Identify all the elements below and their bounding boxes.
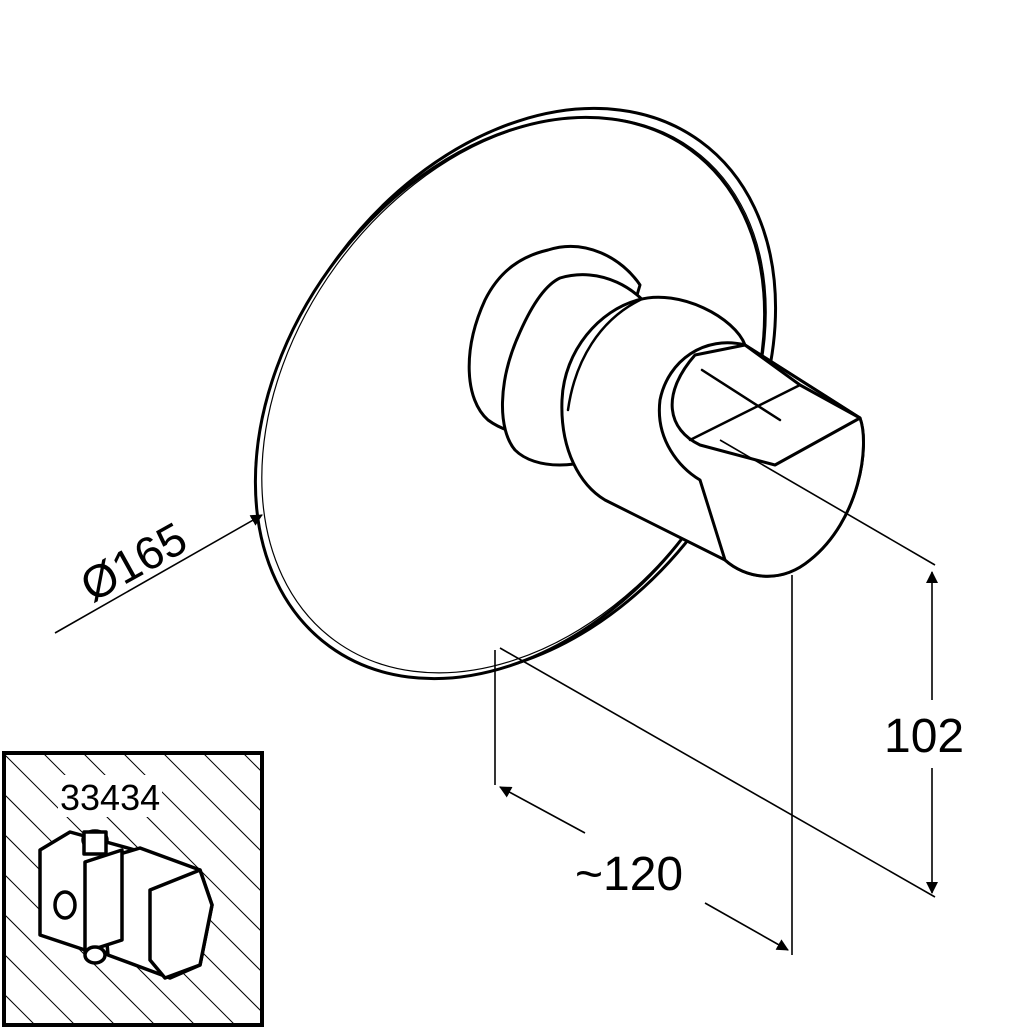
valve-body-clamp xyxy=(83,848,124,954)
depth-dimension-line-right xyxy=(704,902,789,951)
height-dimension xyxy=(499,439,938,898)
valve-body-illustration xyxy=(38,829,214,980)
valve-body-end-cap xyxy=(148,868,214,980)
part-number-backdrop xyxy=(58,775,162,817)
valve-bottom-stem xyxy=(83,945,107,965)
valve-top-stem-shaft xyxy=(82,830,108,856)
depth-label: ~120 xyxy=(575,848,683,901)
knob-grip-flat xyxy=(670,343,862,467)
diameter-dimension: Ø165 xyxy=(54,512,263,634)
knob-edge-lines xyxy=(566,298,802,442)
height-extension-top xyxy=(719,439,936,566)
inset-panel: 33434 xyxy=(2,751,264,1027)
height-extension-bottom xyxy=(499,647,936,898)
inset-part-number: 33434 xyxy=(60,777,160,818)
diameter-label: Ø165 xyxy=(72,512,196,612)
height-label: 102 xyxy=(884,710,964,763)
depth-dimension xyxy=(494,575,793,955)
valve-side-port xyxy=(53,890,77,920)
depth-dimension-line-left xyxy=(499,786,586,834)
diameter-leader-line xyxy=(54,514,263,634)
